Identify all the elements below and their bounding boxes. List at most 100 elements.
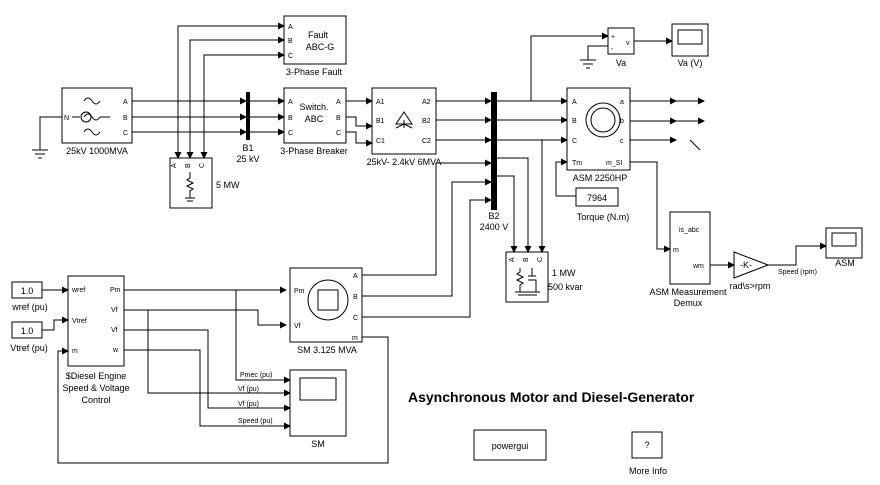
port-label: B2 bbox=[422, 118, 431, 125]
help-icon: ? bbox=[644, 440, 649, 450]
wref-constant[interactable]: 1.0 wref (pu) bbox=[11, 281, 48, 312]
port-label: m bbox=[352, 335, 358, 342]
port-label: A bbox=[336, 99, 341, 106]
va-scope[interactable]: Va (V) bbox=[671, 23, 709, 68]
voltage-measurement-va[interactable]: + - v Va bbox=[607, 27, 635, 68]
demux-sublabel: Demux bbox=[674, 298, 703, 308]
torque-value: 7964 bbox=[587, 193, 607, 203]
port-label: w bbox=[112, 347, 119, 354]
port-label: B bbox=[336, 115, 341, 122]
scope-screen-icon bbox=[831, 232, 857, 247]
port-label: A1 bbox=[376, 99, 385, 106]
diesel-sublabel-2: Control bbox=[81, 395, 110, 405]
asm-scope[interactable]: ASM bbox=[825, 227, 863, 268]
generator-icon bbox=[307, 279, 349, 321]
port-label: m bbox=[673, 247, 679, 254]
gain-rad-to-rpm[interactable]: -K- rad\s>rpm Speed (rpm) bbox=[730, 251, 817, 291]
bus-b1[interactable]: B1 25 kV bbox=[236, 92, 260, 164]
asynchronous-machine[interactable]: A B C a b c Tm m_SI ASM 2250HP bbox=[566, 87, 631, 183]
wref-label: wref (pu) bbox=[11, 302, 48, 312]
port-label: m bbox=[72, 348, 78, 355]
diesel-sublabel: Speed & Voltage bbox=[62, 383, 129, 393]
asm-scope-label: ASM bbox=[835, 258, 855, 268]
port-label: C bbox=[123, 130, 128, 137]
three-phase-source[interactable]: N A B C 25kV 1000MVA bbox=[61, 87, 133, 156]
bus-b2[interactable]: B2 2400 V bbox=[480, 92, 509, 232]
synchronous-machine[interactable]: Pm Vf A B C m SM 3.125 MVA bbox=[289, 267, 363, 355]
three-phase-breaker[interactable]: A B C A B C Switch. ABC 3-Phase Breaker bbox=[280, 87, 348, 156]
torque-label: Torque (N.m) bbox=[577, 212, 630, 222]
va-label: Va bbox=[616, 58, 626, 68]
fault-label: 3-Phase Fault bbox=[286, 67, 343, 77]
more-info-label: More Info bbox=[629, 466, 667, 476]
port-label: C bbox=[572, 138, 577, 145]
port-label: C bbox=[336, 130, 341, 137]
port-label: C bbox=[537, 257, 544, 262]
port-label: A bbox=[123, 99, 128, 106]
port-label: a bbox=[620, 99, 624, 106]
diagram-title: Asynchronous Motor and Diesel-Generator bbox=[408, 389, 695, 405]
vf-signal-2: Vf (pu) bbox=[238, 401, 259, 408]
port-label: A bbox=[509, 257, 516, 262]
rlc-icon bbox=[515, 268, 540, 296]
powergui-block[interactable]: powergui bbox=[473, 429, 547, 461]
speed-pu-signal: Speed (pu) bbox=[238, 418, 273, 425]
load-1mw-kvar: 500 kvar bbox=[548, 282, 583, 292]
scope-screen-icon bbox=[299, 377, 337, 401]
port-label: C bbox=[288, 130, 293, 137]
bus-b2-voltage: 2400 V bbox=[480, 222, 509, 232]
source-label: 25kV 1000MVA bbox=[66, 146, 128, 156]
port-label: B bbox=[572, 118, 577, 125]
port-label: A bbox=[572, 99, 577, 106]
port-label: Vf bbox=[294, 323, 301, 330]
pmec-signal: Pmec (pu) bbox=[240, 372, 272, 379]
port-label: wref bbox=[71, 287, 85, 294]
gain-label: -K- bbox=[740, 260, 752, 270]
asm-measurement-demux[interactable]: is_abc m wm ASM Measurement Demux bbox=[649, 211, 727, 308]
load-1mw[interactable]: A B C 1 MW 500 kvar bbox=[505, 251, 583, 303]
port-label: A2 bbox=[422, 99, 431, 106]
port-label: C bbox=[353, 315, 358, 322]
port-label: + bbox=[611, 34, 615, 41]
breaker-title: Switch. bbox=[299, 102, 328, 112]
fault-title: Fault bbox=[308, 30, 329, 40]
port-label: C2 bbox=[422, 138, 431, 145]
port-label: A bbox=[353, 273, 358, 280]
wref-value: 1.0 bbox=[21, 286, 34, 296]
breaker-subtitle: ABC bbox=[305, 114, 324, 124]
port-label: wm bbox=[692, 263, 704, 270]
port-label: Pm bbox=[294, 288, 305, 295]
three-phase-fault[interactable]: A B C Fault ABC-G 3-Phase Fault bbox=[283, 15, 347, 77]
more-info-block[interactable]: ? More Info bbox=[629, 431, 667, 476]
transformer-label: 25kV- 2.4kV 6MVA bbox=[367, 157, 442, 167]
port-label: C1 bbox=[376, 138, 385, 145]
gain-caption: rad\s>rpm bbox=[730, 281, 771, 291]
diesel-engine-control[interactable]: wref Vtref m Pm Vf Vf w $Diesel Engine S… bbox=[62, 275, 130, 405]
port-label: Vf bbox=[111, 307, 118, 314]
port-label: B bbox=[523, 257, 530, 262]
diesel-label: $Diesel Engine bbox=[66, 371, 127, 381]
load-5mw[interactable]: A B C 5 MW bbox=[169, 157, 240, 209]
torque-constant[interactable]: 7964 Torque (N.m) bbox=[575, 187, 630, 222]
resistor-icon bbox=[185, 172, 195, 202]
sm-scope[interactable]: SM bbox=[289, 369, 347, 449]
port-label: Pm bbox=[110, 287, 121, 294]
scope-screen-icon bbox=[677, 29, 703, 45]
bus-b1-voltage: 25 kV bbox=[236, 154, 259, 164]
sm-scope-label: SM bbox=[311, 439, 325, 449]
bus-b1-label: B1 bbox=[242, 143, 253, 153]
speed-rpm-signal: Speed (rpm) bbox=[778, 269, 817, 276]
port-label: B bbox=[288, 38, 293, 45]
port-label: C bbox=[199, 163, 206, 168]
transformer[interactable]: A1 B1 C1 A2 B2 C2 25kV- 2.4kV 6MVA bbox=[367, 87, 442, 167]
port-label: N bbox=[64, 115, 69, 122]
port-label: Vf bbox=[111, 327, 118, 334]
motor-icon bbox=[585, 102, 621, 138]
fault-subtitle: ABC-G bbox=[306, 42, 335, 52]
port-label: v bbox=[626, 40, 630, 47]
port-label: C bbox=[288, 53, 293, 60]
port-label: B bbox=[288, 115, 293, 122]
vtref-constant[interactable]: 1.0 Vtref (pu) bbox=[10, 321, 48, 353]
